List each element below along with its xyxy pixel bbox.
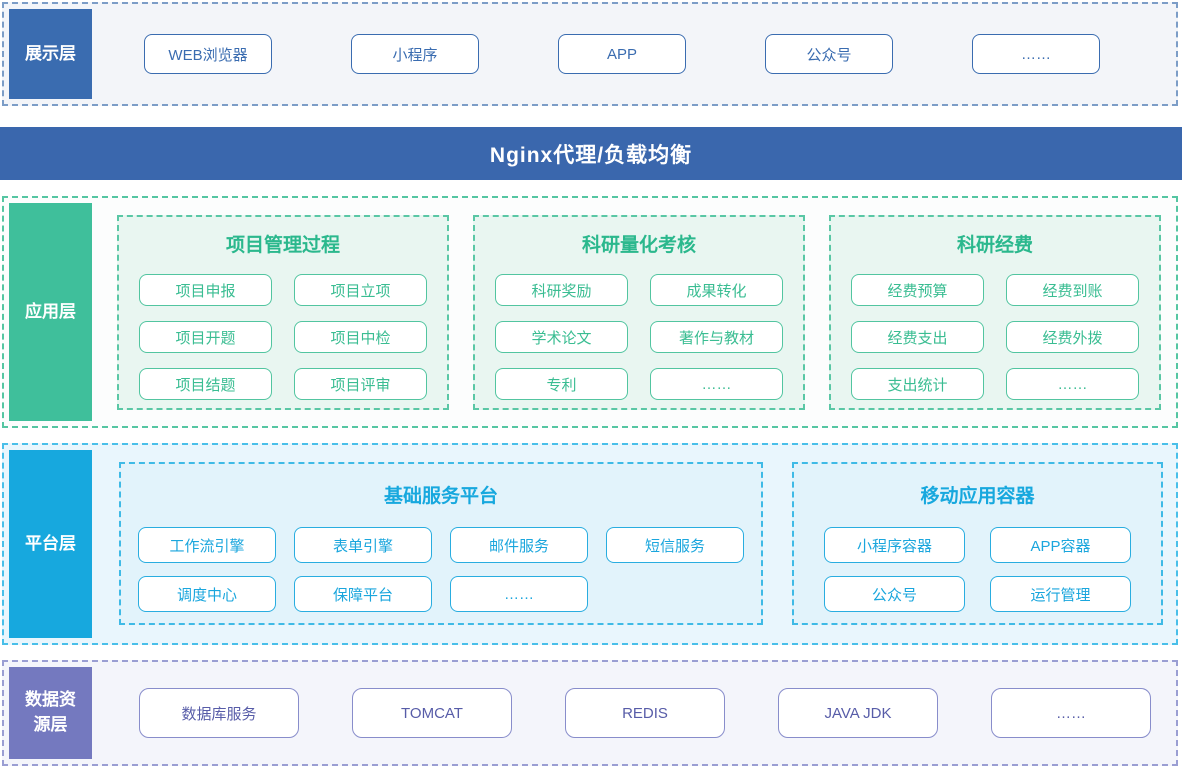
application-layer: 应用层 项目管理过程项目申报项目立项项目开题项目中检项目结题项目评审科研量化考核… [2, 196, 1178, 428]
box-presentation-item-2: APP [558, 34, 686, 74]
data-resource-layer-items: 数据库服务 TOMCAT REDIS JAVA JDK …… [94, 662, 1176, 764]
application-layer-groups: 项目管理过程项目申报项目立项项目开题项目中检项目结题项目评审科研量化考核科研奖励… [117, 215, 1161, 410]
platform-layer-groups: 基础服务平台工作流引擎表单引擎邮件服务短信服务调度中心保障平台 …… 移动应用容器小… [119, 462, 1163, 625]
platform-layer-label-text: 平台层 [25, 533, 76, 553]
box-platform-group-0-item-0: 工作流引擎 [138, 527, 276, 563]
box-application-group-2-item-0: 经费预算 [851, 274, 984, 306]
box-platform-group-0-item-3: 短信服务 [606, 527, 744, 563]
presentation-layer-items: WEB浏览器 小程序 APP 公众号 …… [94, 4, 1176, 104]
box-application-group-1-item-1: 成果转化 [650, 274, 783, 306]
box-presentation-item-3: 公众号 [765, 34, 893, 74]
nginx-bar-label: Nginx代理/负载均衡 [489, 143, 693, 167]
box-application-group-0-item-4: 项目结题 [139, 368, 272, 400]
application-group-2: 科研经费经费预算经费到账经费支出经费外拨支出统计 …… [829, 215, 1161, 410]
application-group-title-0: 项目管理过程 [225, 235, 340, 256]
box-platform-group-0-item-5: 保障平台 [294, 576, 432, 612]
box-application-group-0-item-5: 项目评审 [294, 368, 427, 400]
data-resource-layer-label: 数据资源层 [9, 667, 92, 759]
application-group-1: 科研量化考核科研奖励成果转化学术论文著作与教材专利 …… [473, 215, 805, 410]
platform-layer: 平台层 基础服务平台工作流引擎表单引擎邮件服务短信服务调度中心保障平台 …… 移动应… [2, 443, 1178, 645]
box-data-item-4: …… [991, 688, 1151, 738]
box-application-group-1-item-3: 著作与教材 [650, 321, 783, 353]
platform-layer-label: 平台层 [9, 450, 92, 638]
presentation-layer-label: 展示层 [9, 9, 92, 99]
box-platform-group-1-item-3: 运行管理 [990, 576, 1131, 612]
box-platform-group-0-item-2: 邮件服务 [450, 527, 588, 563]
box-presentation-item-4: …… [972, 34, 1100, 74]
box-application-group-1-item-2: 学术论文 [495, 321, 628, 353]
box-application-group-2-item-2: 经费支出 [851, 321, 984, 353]
data-resource-layer: 数据资源层 数据库服务 TOMCAT REDIS JAVA JDK …… [2, 660, 1178, 766]
box-platform-group-0-item-1: 表单引擎 [294, 527, 432, 563]
application-group-title-2: 科研经费 [956, 235, 1033, 256]
presentation-layer-label-text: 展示层 [25, 43, 76, 63]
box-platform-group-1-item-1: APP容器 [990, 527, 1131, 563]
box-application-group-1-item-5: …… [650, 368, 783, 400]
application-group-grid-2: 经费预算经费到账经费支出经费外拨支出统计 …… [831, 274, 1159, 400]
box-data-item-3: JAVA JDK [778, 688, 938, 738]
box-data-item-1: TOMCAT [352, 688, 512, 738]
platform-group-title-1: 移动应用容器 [920, 486, 1035, 507]
application-group-grid-1: 科研奖励成果转化学术论文著作与教材专利 …… [475, 274, 803, 400]
box-platform-group-1-item-0: 小程序容器 [824, 527, 965, 563]
platform-group-grid-1: 小程序容器 APP容器公众号运行管理 [794, 527, 1161, 612]
box-application-group-0-item-0: 项目申报 [139, 274, 272, 306]
data-resource-layer-label-text: 数据资源层 [25, 690, 76, 734]
box-application-group-0-item-1: 项目立项 [294, 274, 427, 306]
box-presentation-item-0: WEB浏览器 [144, 34, 272, 74]
box-platform-group-0-item-6: …… [450, 576, 588, 612]
platform-group-title-0: 基础服务平台 [383, 486, 498, 507]
presentation-layer: 展示层 WEB浏览器 小程序 APP 公众号 …… [2, 2, 1178, 106]
box-platform-group-0-item-4: 调度中心 [138, 576, 276, 612]
box-data-item-2: REDIS [565, 688, 725, 738]
box-platform-group-1-item-2: 公众号 [824, 576, 965, 612]
box-application-group-0-item-3: 项目中检 [294, 321, 427, 353]
application-layer-label-text: 应用层 [25, 301, 76, 321]
box-application-group-2-item-4: 支出统计 [851, 368, 984, 400]
application-group-grid-0: 项目申报项目立项项目开题项目中检项目结题项目评审 [119, 274, 447, 400]
platform-group-grid-0: 工作流引擎表单引擎邮件服务短信服务调度中心保障平台 …… [121, 527, 761, 612]
platform-group-0: 基础服务平台工作流引擎表单引擎邮件服务短信服务调度中心保障平台 …… [119, 462, 763, 625]
box-application-group-1-item-4: 专利 [495, 368, 628, 400]
box-application-group-1-item-0: 科研奖励 [495, 274, 628, 306]
box-presentation-item-1: 小程序 [351, 34, 479, 74]
box-data-item-0: 数据库服务 [139, 688, 299, 738]
box-application-group-0-item-2: 项目开题 [139, 321, 272, 353]
platform-group-1: 移动应用容器小程序容器 APP容器公众号运行管理 [792, 462, 1163, 625]
application-group-title-1: 科研量化考核 [581, 235, 696, 256]
nginx-bar: Nginx代理/负载均衡 [0, 127, 1182, 180]
application-group-0: 项目管理过程项目申报项目立项项目开题项目中检项目结题项目评审 [117, 215, 449, 410]
box-application-group-2-item-5: …… [1006, 368, 1139, 400]
application-layer-label: 应用层 [9, 203, 92, 421]
box-application-group-2-item-3: 经费外拨 [1006, 321, 1139, 353]
box-application-group-2-item-1: 经费到账 [1006, 274, 1139, 306]
